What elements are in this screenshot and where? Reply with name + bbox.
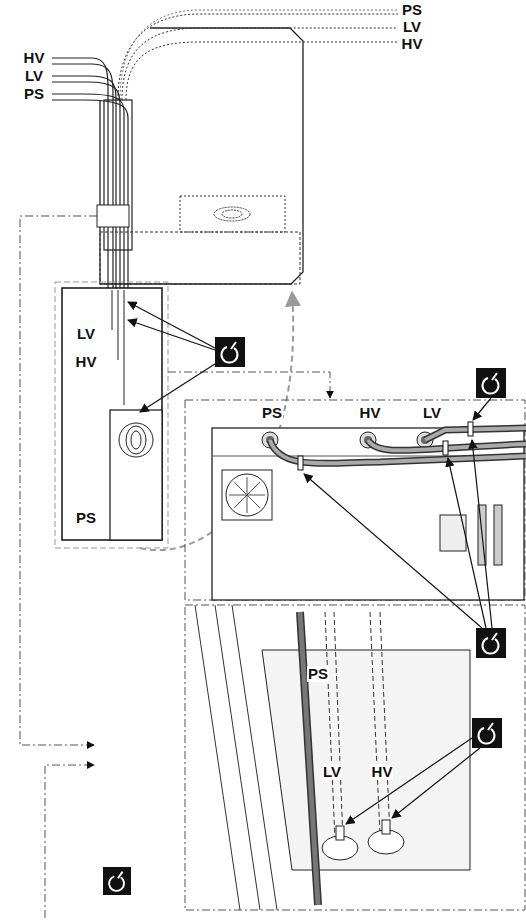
cable-label: PS [307, 666, 329, 682]
cable-label: PS [261, 405, 283, 421]
cable-clamp [97, 205, 129, 227]
cable-label: LV [422, 405, 442, 421]
dotted-cables [118, 10, 398, 100]
cable-label: HV [401, 36, 424, 52]
cable-label: LV [24, 68, 44, 84]
cable-label: LV [322, 764, 342, 780]
cable-label: HV [371, 764, 394, 780]
rear-panel-detail [185, 400, 526, 600]
side-panel [55, 282, 168, 548]
tie-arrows [128, 302, 492, 824]
cable-label: HV [23, 50, 46, 66]
cable-label: PS [401, 2, 423, 18]
cable-label: PS [23, 86, 45, 102]
cable-label: LV [76, 326, 96, 342]
cable-label: HV [359, 405, 382, 421]
cable-label: LV [402, 19, 422, 35]
cable-label: PS [75, 510, 97, 526]
device-outline [100, 28, 303, 284]
cable-duct-detail [185, 605, 525, 910]
cable-tie-icons [103, 337, 506, 895]
cable-label: HV [75, 354, 98, 370]
